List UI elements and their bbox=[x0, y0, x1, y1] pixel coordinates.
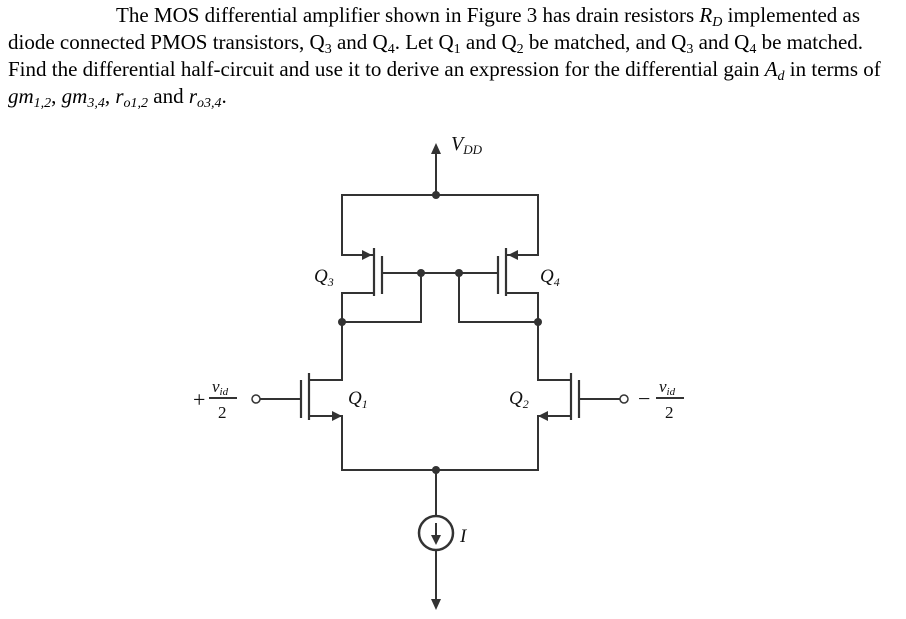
current-source bbox=[341, 466, 539, 610]
vdd-rail bbox=[341, 143, 539, 256]
gm34-symbol: gm3,4 bbox=[61, 84, 105, 111]
svg-text:2: 2 bbox=[218, 403, 227, 422]
q3-label: Q3 bbox=[314, 266, 334, 289]
vdd-label: VDD bbox=[451, 133, 483, 157]
ad-symbol: Ad bbox=[764, 57, 785, 84]
q2-label: Q2 bbox=[509, 388, 529, 411]
q1-label: Q1 bbox=[348, 388, 368, 411]
svg-text:vid: vid bbox=[659, 377, 676, 398]
svg-text:−: − bbox=[638, 386, 650, 411]
problem-statement: The MOS differential amplifier shown in … bbox=[8, 3, 881, 111]
ro12-symbol: ro1,2 bbox=[115, 84, 149, 111]
q4-label: Q4 bbox=[540, 266, 560, 289]
rd-symbol: RD bbox=[699, 3, 723, 30]
transistor-q3 bbox=[341, 248, 384, 323]
right-input-label: − vid 2 bbox=[638, 377, 684, 422]
gm12-symbol: gm1,2 bbox=[8, 84, 52, 111]
svg-text:vid: vid bbox=[212, 377, 229, 398]
pmos-gate-bias bbox=[338, 269, 542, 326]
transistor-q2 bbox=[537, 321, 629, 471]
left-input-label: + vid 2 bbox=[193, 377, 237, 422]
svg-text:2: 2 bbox=[665, 403, 674, 422]
ro34-symbol: ro3,4 bbox=[188, 84, 222, 111]
transistor-q4 bbox=[496, 248, 539, 323]
transistor-q1 bbox=[251, 321, 343, 471]
current-label: I bbox=[459, 526, 468, 547]
svg-text:+: + bbox=[193, 387, 205, 412]
